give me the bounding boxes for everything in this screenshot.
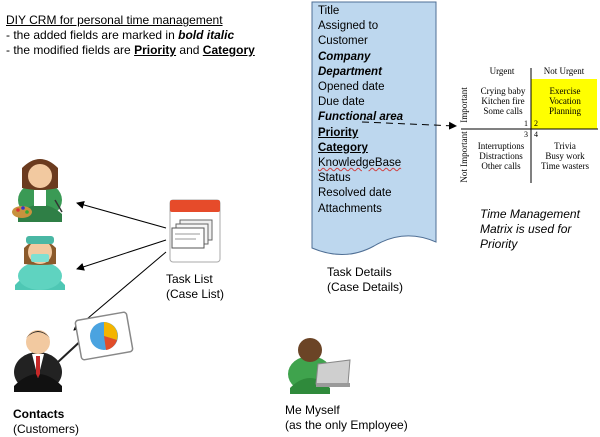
task-field-company: Company [318,50,371,63]
task-field-attachments: Attachments [318,202,382,215]
matrix-quadrant-number-3: 3 [524,130,528,139]
task-details-caption: Task Details (Case Details) [327,265,403,295]
task-field-knowledgebase: KnowledgeBase [318,157,402,170]
task-field-priority: Priority [318,126,359,139]
task-details-document-shape [311,1,437,256]
matrix-q3-line-1: Interruptions [478,141,525,151]
intro-line-modified: - the modified fields are Priority and C… [6,43,255,58]
time-management-caption-line-1: Time Management [480,207,580,221]
matrix-q4-line-2: Busy work [545,151,585,161]
arrow-to-contact-2 [76,239,167,271]
task-field-status: Status [318,172,351,185]
matrix-col-urgent: Urgent [490,66,515,76]
task-field-customer: Customer [318,35,368,48]
contacts-caption: Contacts (Customers) [13,407,79,437]
task-field-functional-area: Functional area [318,111,403,124]
nurse-contact-avatar [15,236,65,290]
matrix-row-important: Important [459,87,469,123]
intro-line-modified-prefix: - the modified fields are [6,43,135,57]
task-field-due-date: Due date [318,96,365,109]
task-list-caption-line-2: (Case List) [166,287,225,301]
time-management-caption-line-3: Priority [480,237,518,251]
task-field-opened-date: Opened date [318,81,385,94]
me-employee-avatar [288,338,351,394]
task-list-caption: Task List (Case List) [166,272,224,302]
task-details-caption-line-2: (Case Details) [327,280,404,294]
intro-text: DIY CRM for personal time management - t… [6,13,255,58]
task-list-icon [169,199,221,263]
time-management-matrix: Urgent Not Urgent Important Not Importan… [459,66,598,183]
me-caption: Me Myself (as the only Employee) [285,403,408,433]
arrow-to-contact-3 [73,251,167,331]
contacts-caption-line-2: (Customers) [13,422,80,436]
time-management-caption-line-2: Matrix is used for [480,222,572,236]
intro-line-added: - the added fields are marked in bold it… [6,28,255,43]
intro-priority-word: Priority [134,43,177,57]
matrix-quadrant-number-1: 1 [524,119,528,128]
intro-title: DIY CRM for personal time management [6,13,223,27]
intro-category-word: Category [202,43,255,57]
intro-bold-italic-example: bold italic [178,28,235,42]
matrix-q2-line-2: Vocation [549,96,581,106]
arrow-to-contact-1 [76,201,167,229]
matrix-col-not-urgent: Not Urgent [544,66,585,76]
task-field-category: Category [318,141,368,154]
time-management-caption: Time Management Matrix is used for Prior… [480,207,580,252]
matrix-quadrant-number-4: 4 [534,130,538,139]
matrix-q3-line-2: Distractions [479,151,523,161]
task-details-caption-line-1: Task Details [327,265,392,279]
matrix-q2-line-3: Planning [549,106,582,116]
matrix-quadrant-number-2: 2 [534,119,538,128]
painter-contact-avatar [12,159,63,222]
task-field-department: Department [318,65,382,78]
me-caption-line-2: (as the only Employee) [285,418,408,432]
matrix-q2-highlight [531,79,597,129]
matrix-q4-line-3: Time wasters [541,161,589,171]
matrix-q3-line-3: Other calls [481,161,521,171]
task-list-caption-line-1: Task List [166,272,213,286]
presenter-contact-avatar [14,311,134,392]
matrix-row-not-important: Not Important [459,131,469,183]
matrix-q1-line-2: Kitchen fire [481,96,524,106]
task-field-resolved-date: Resolved date [318,187,392,200]
matrix-q1-line-3: Some calls [483,106,523,116]
me-caption-line-1: Me Myself [285,403,340,417]
contacts-caption-line-1: Contacts [13,407,65,421]
intro-and-word: and [176,43,203,57]
task-field-assigned-to: Assigned to [318,20,379,33]
priority-to-matrix-arrow [361,121,457,130]
matrix-q1-line-1: Crying baby [481,86,526,96]
matrix-q2-line-1: Exercise [550,86,581,96]
intro-line-added-prefix: - the added fields are marked in [6,28,179,42]
matrix-q4-line-1: Trivia [554,141,576,151]
task-field-title: Title [318,5,340,17]
